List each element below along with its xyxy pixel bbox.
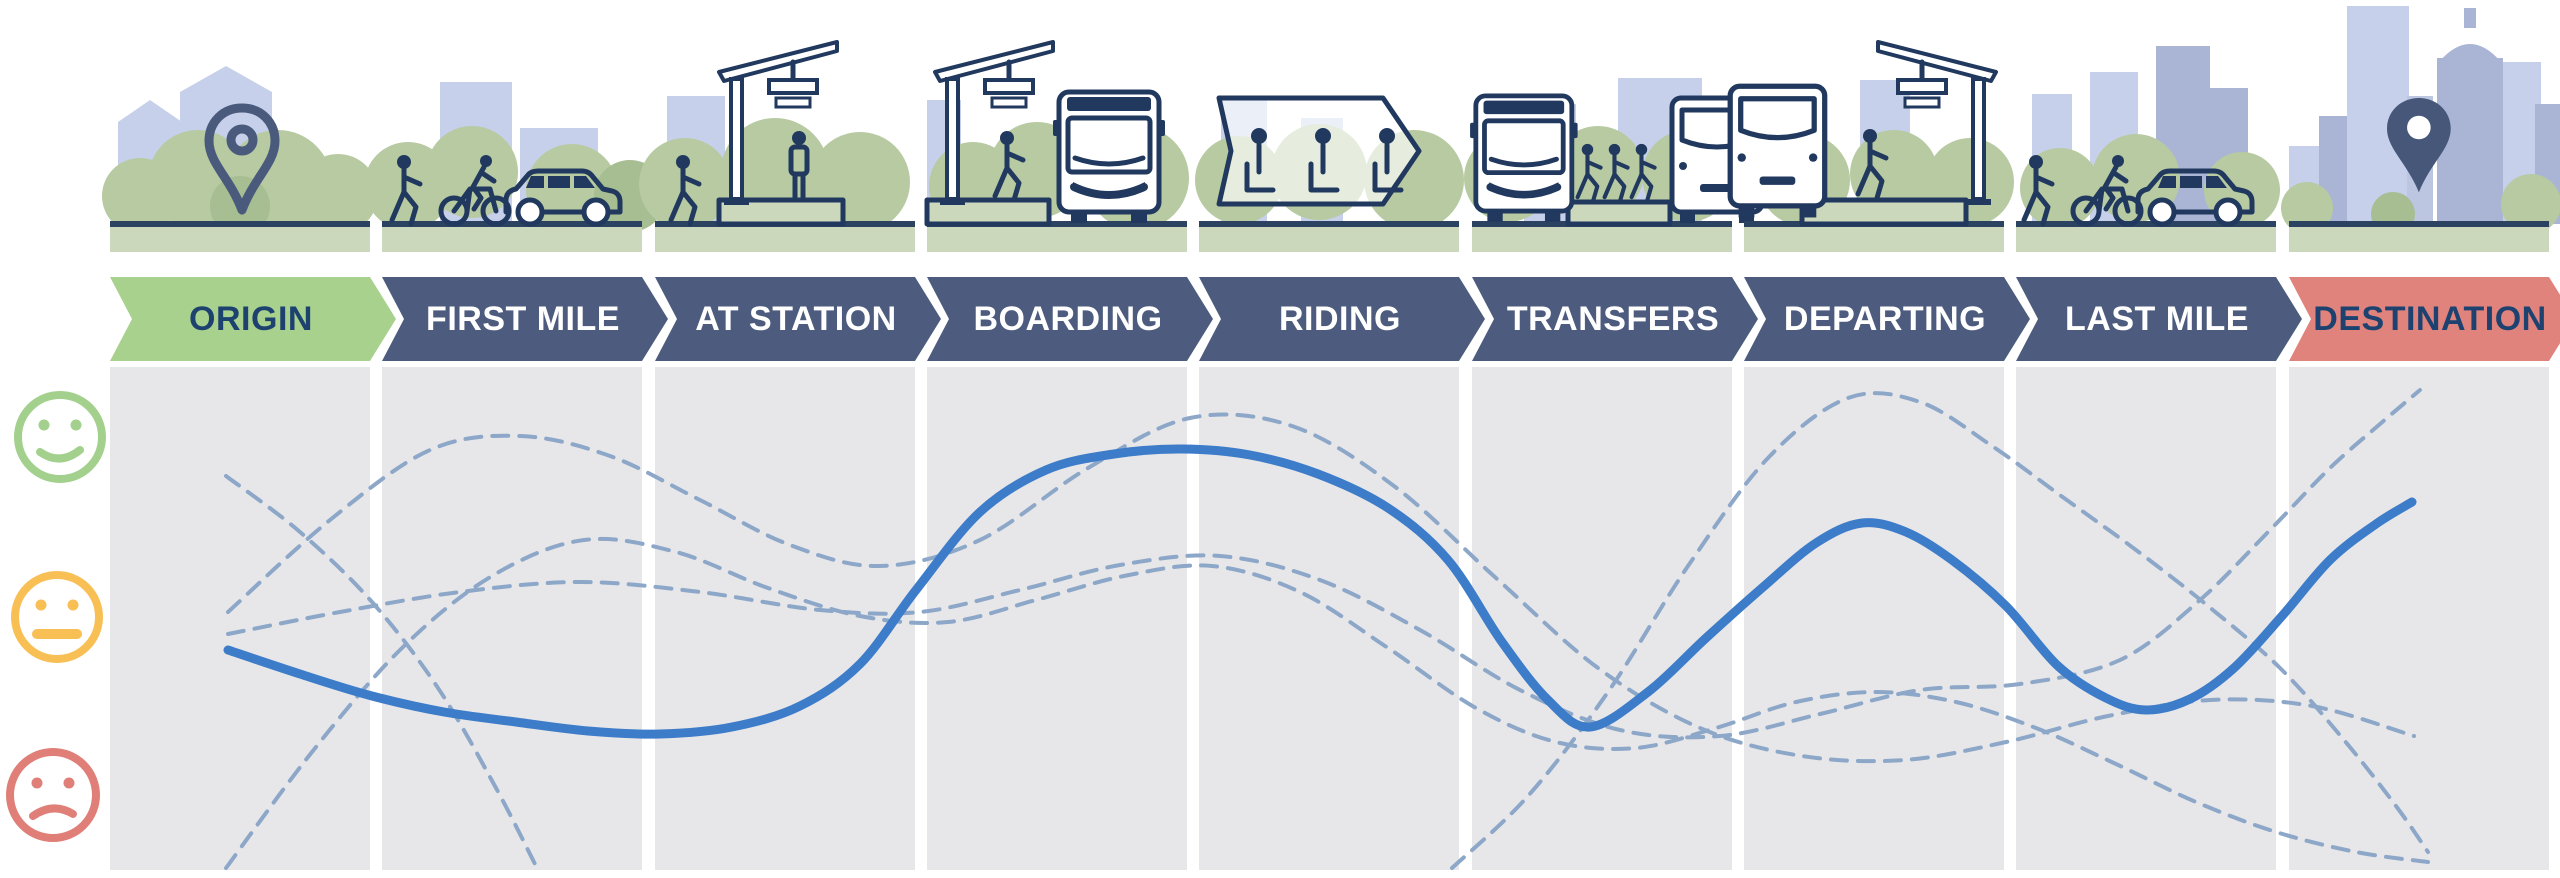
- journey-variant-4-line: [1450, 391, 2430, 870]
- stage-label: AT STATION: [695, 300, 897, 338]
- stage-label: LAST MILE: [2065, 300, 2249, 338]
- stage-label: BOARDING: [973, 300, 1163, 338]
- stage-column-origin: [110, 367, 370, 870]
- stage-chevron-transfers: TRANSFERS: [1472, 277, 1758, 361]
- illustration-departing: [1730, 42, 2014, 252]
- stage-label: DEPARTING: [1783, 300, 1987, 338]
- stage-label: FIRST MILE: [426, 300, 620, 338]
- stage-column-transfers: [1472, 367, 1732, 870]
- illustration-last-mile: [2016, 46, 2280, 252]
- stage-column-last-mile: [2016, 367, 2276, 870]
- stage-illustrations: [102, 6, 2560, 252]
- stage-chevron-first-mile: FIRST MILE: [382, 277, 668, 361]
- stage-column-destination: [2289, 367, 2549, 870]
- satisfaction-axis: [6, 391, 106, 842]
- journey-variant-2-line: [224, 536, 2430, 870]
- stage-label: DESTINATION: [2313, 300, 2547, 338]
- journey-variant-3-line: [226, 412, 2416, 764]
- bus-front-icon: [1470, 96, 1578, 222]
- smiley-sad-icon: [6, 748, 100, 842]
- stage-chevron-riding: RIDING: [1199, 277, 1485, 361]
- illustration-boarding: [924, 42, 1189, 252]
- smiley-neutral-icon: [11, 571, 103, 663]
- stage-chevron-at-station: AT STATION: [655, 277, 941, 361]
- stage-chevron-boarding: BOARDING: [927, 277, 1213, 361]
- stage-chevron-departing: DEPARTING: [1744, 277, 2030, 361]
- illustration-origin: [102, 66, 378, 252]
- stage-chevron-origin: ORIGIN: [110, 277, 396, 361]
- illustration-at-station: [639, 42, 915, 252]
- smiley-happy-icon: [14, 391, 106, 483]
- bus-front-icon: [1053, 92, 1165, 223]
- stage-label: TRANSFERS: [1506, 300, 1720, 338]
- stage-column-departing: [1744, 367, 2004, 870]
- illustration-destination: [2281, 6, 2560, 252]
- transit-arrow-vehicle-icon: [1216, 95, 1422, 207]
- bus-rear-icon: [1730, 86, 1825, 217]
- stage-chevron-last-mile: LAST MILE: [2016, 277, 2302, 361]
- illustration-transfers: [1464, 78, 1762, 252]
- primary-journey-line: [223, 444, 2417, 739]
- stage-label: RIDING: [1279, 300, 1401, 338]
- journey-variant-5-line: [226, 388, 2422, 740]
- stage-label: ORIGIN: [189, 300, 313, 338]
- journey-variant-1-line: [224, 474, 538, 868]
- illustration-first-mile: [364, 82, 666, 252]
- illustration-riding: [1195, 95, 1464, 252]
- stage-chevron-destination: DESTINATION: [2289, 277, 2560, 361]
